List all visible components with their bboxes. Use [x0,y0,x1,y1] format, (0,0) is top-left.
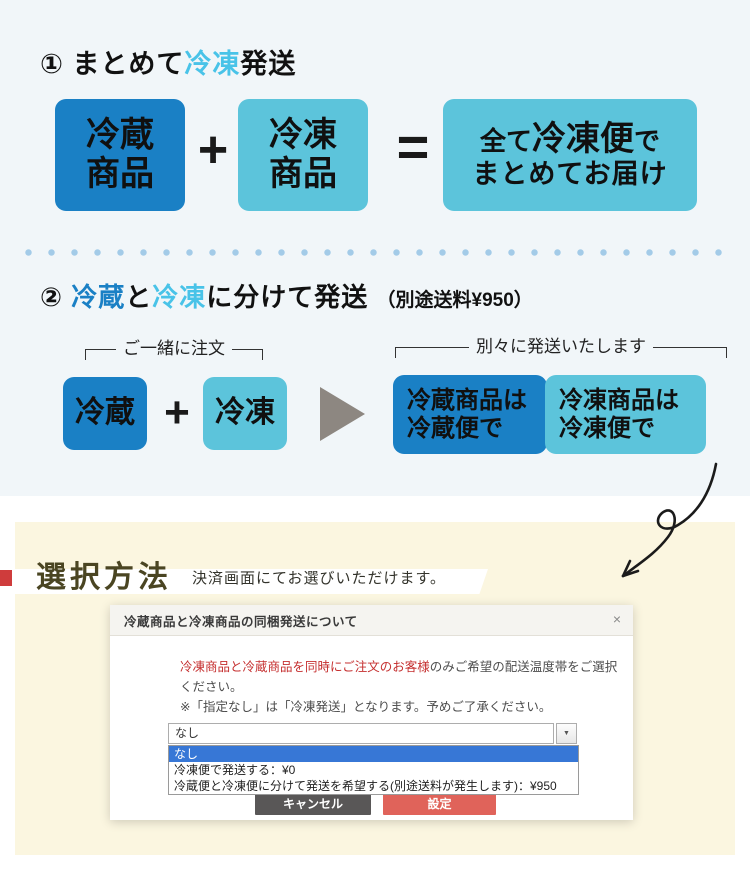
heading2-rest: に分けて発送 [206,282,369,312]
notice-rest-text: のみご希望の配送温度帯をご選択ください。 [180,660,618,694]
heading2-and: と [125,282,153,312]
frozen-small-box: 冷凍 [203,377,287,450]
option-frozen-only[interactable]: 冷凍便で発送する：¥0 [174,763,296,777]
heading2-refrigerated: 冷蔵 [63,282,126,312]
confirm-button[interactable]: 設定 [383,791,496,815]
result-box-line2: まとめてお届け [472,159,668,190]
heading1-number: ① [40,49,64,79]
plus-sign: + [197,121,229,179]
heading2-frozen: 冷凍 [152,282,207,312]
refrigerated-small-label: 冷蔵 [75,396,135,430]
ref-courier-line1: 冷蔵商品は [407,386,527,414]
red-accent-tab [0,570,12,586]
option-split-shipping[interactable]: 冷蔵便と冷凍便に分けて発送を希望する(別途送料が発生します)：¥950 [174,779,557,793]
right-arrow-triangle-icon [320,387,365,441]
heading1-pre: まとめて [63,49,185,79]
modal-header: 冷蔵商品と冷凍商品の同梱発送について × [110,605,633,636]
frz-courier-line1: 冷凍商品は [559,386,679,414]
result-l1a: 全て [479,125,532,156]
heading1-post: 発送 [240,49,297,79]
notice-line2: ※「指定なし」は「冷凍発送」となります。予めご了承ください。 [180,700,552,714]
ref-courier-line2: 冷蔵便で [407,414,503,442]
frz-courier-line2: 冷凍便で [559,414,655,442]
result-box-line1: 全て冷凍便で [443,120,697,159]
order-together-label: ご一緒に注文 [123,339,225,358]
refrigerated-box-line2: 商品 [86,155,154,193]
refrigerated-small-box: 冷蔵 [63,377,147,450]
curved-handdrawn-arrow-icon [621,462,718,578]
shipped-separately-label: 別々に発送いたします [476,337,646,356]
selection-method-title: 選択方法 [36,561,172,594]
equals-sign: = [396,115,430,178]
combined-shipping-heading: ① まとめて冷凍発送 [40,42,296,81]
order-together-bracket: ご一緒に注文 [85,338,263,360]
cancel-button[interactable]: キャンセル [255,791,371,815]
select-options-list: なし 冷凍便で発送する：¥0 冷蔵便と冷凍便に分けて発送を希望する(別途送料が発… [168,745,579,795]
dotted-divider [25,249,722,256]
frozen-box-line2: 商品 [269,155,337,193]
heading-highlight-band [10,569,488,594]
shipped-separately-bracket: 別々に発送いたします [395,336,727,358]
modal-close-icon[interactable]: × [612,611,621,627]
combined-shipping-section: ① まとめて冷凍発送 冷蔵 商品 + 冷凍 商品 = 全て冷凍便で まとめてお届… [0,0,750,496]
frozen-small-label: 冷凍 [215,396,275,430]
select-dropdown-button[interactable]: ▼ [556,723,577,744]
select-current-value[interactable]: なし [168,723,554,744]
plus-sign-2: + [164,388,190,437]
refrigerated-products-box: 冷蔵 商品 [55,99,185,211]
result-l1b: 冷凍便 [532,119,634,158]
combined-result-box: 全て冷凍便で まとめてお届け [443,99,697,211]
frozen-products-box: 冷凍 商品 [238,99,368,211]
shipping-option-modal: 冷蔵商品と冷凍商品の同梱発送について × 冷凍商品と冷蔵商品を同時にご注文のお客… [110,605,633,820]
refrigerated-courier-box: 冷蔵商品は 冷蔵便で [393,375,547,454]
heading2-fee-note: （別途送料¥950） [376,290,533,311]
refrigerated-box-line1: 冷蔵 [86,115,154,154]
heading2-number: ② [40,282,64,312]
chevron-down-icon: ▼ [563,730,570,737]
split-shipping-heading: ② 冷蔵と冷凍に分けて発送 （別途送料¥950） [40,277,533,314]
notice-red-text: 冷凍商品と冷蔵商品を同時にご注文のお客様 [180,660,430,674]
result-l1c: で [634,125,661,156]
modal-title: 冷蔵商品と冷凍商品の同梱発送について [124,614,358,629]
selection-method-subtitle: 決済画面にてお選びいただけます。 [192,570,447,587]
frozen-box-line1: 冷凍 [269,115,337,154]
modal-notice: 冷凍商品と冷蔵商品を同時にご注文のお客様のみご希望の配送温度帯をご選択ください。… [180,657,620,717]
temperature-select: なし ▼ [168,723,577,744]
option-none[interactable]: なし [169,746,578,762]
heading1-accent: 冷凍 [184,49,241,79]
frozen-courier-box: 冷凍商品は 冷凍便で [545,375,706,454]
